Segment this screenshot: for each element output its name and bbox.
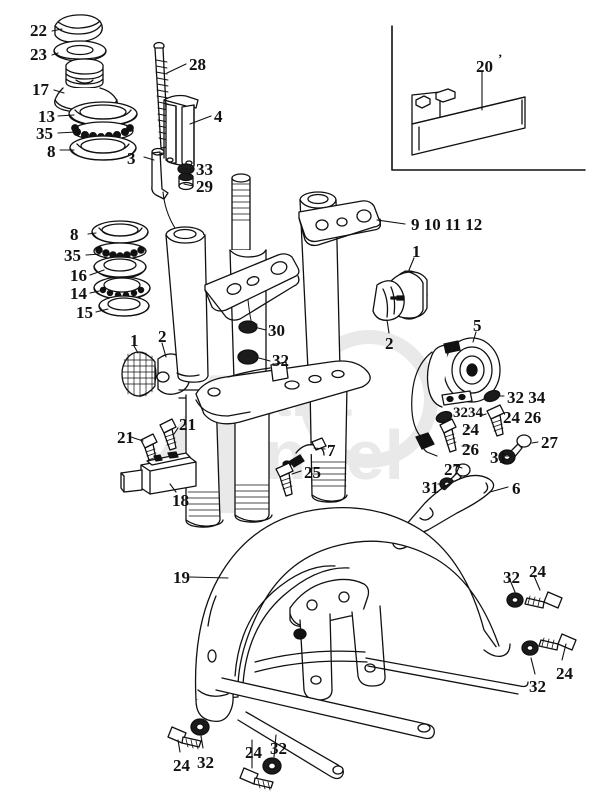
callout-6: 6	[512, 479, 521, 498]
part-30-washer	[238, 320, 258, 334]
callout-8-lower: 8	[70, 225, 79, 244]
fork-leg-center	[204, 173, 300, 523]
part-18-headlight-switch	[120, 451, 197, 495]
callout-3234-b: 3234	[453, 405, 483, 421]
part-5-horn	[411, 337, 501, 457]
callout-30: 30	[268, 321, 285, 340]
callout-2-right: 2	[385, 334, 394, 353]
fastener-24-bolt-e	[538, 633, 577, 651]
callout-13: 13	[38, 107, 55, 126]
callout-32-e: 32	[529, 677, 546, 696]
part-15-bearing-cone	[98, 295, 150, 317]
inset-frame	[391, 25, 586, 171]
license-plate-bracket	[411, 88, 526, 156]
callout-24-g: 24	[245, 743, 262, 762]
callout-16: 16	[70, 266, 87, 285]
part-29-nut	[178, 172, 194, 191]
fastener-24-26-bolt-a	[486, 404, 505, 437]
callout-18: 18	[172, 491, 189, 510]
callout-31-a: 31	[490, 448, 507, 467]
fastener-32-nut-d	[506, 592, 524, 608]
part-13-upper-race	[68, 101, 138, 127]
callout-33: 33	[196, 160, 213, 179]
part-8-bearing-race-lower	[91, 220, 149, 244]
callout-28: 28	[189, 55, 206, 74]
fastener-24-26-bolt-b	[439, 418, 457, 453]
callout-8-upper: 8	[47, 142, 56, 161]
callout-24-d: 24	[529, 562, 546, 581]
part-6-horn-stay	[392, 474, 495, 550]
callout-32-f: 32	[197, 753, 214, 772]
callout-35: 35	[36, 124, 53, 143]
callout-19: 19	[173, 568, 190, 587]
part-1-reflector-left	[121, 351, 157, 398]
leader-lines	[51, 28, 567, 769]
callout-21-b: 21	[117, 428, 134, 447]
callout-26-b: 26	[462, 440, 479, 459]
callout-14: 14	[70, 284, 87, 303]
callout-32-34-a: 32 34	[507, 388, 546, 407]
callout-32-center: 32	[272, 351, 289, 370]
callout-2-left: 2	[158, 327, 167, 346]
part-32-nut-center	[237, 349, 259, 365]
fork-leg-left	[165, 226, 224, 528]
fastener-24-bolt-g	[239, 767, 274, 791]
leader-9-10-11-12	[376, 219, 406, 225]
callout-23: 23	[30, 45, 47, 64]
fastener-24-bolt-d	[524, 591, 563, 609]
callout-21-a: 21	[179, 415, 196, 434]
callout-1-right: 1	[412, 242, 421, 261]
callout-15: 15	[76, 303, 93, 322]
lower-triple-clamp	[195, 360, 371, 425]
callout-22: 22	[30, 21, 47, 40]
callout-24-f: 24	[173, 756, 190, 775]
fastener-24-bolt-f	[167, 726, 202, 750]
callout-9-10-11-12: 9 10 11 12	[411, 215, 483, 234]
part-2-reflector-mount-right	[372, 280, 405, 321]
callout-27-b: 27	[444, 460, 461, 479]
fastener-32-nut-f	[190, 718, 210, 736]
callout-24-e: 24	[556, 664, 573, 683]
callout-24-b: 24	[462, 420, 479, 439]
fastener-32-nut-g	[262, 757, 282, 775]
callout-32-d: 32	[503, 568, 520, 587]
part-7-cable-clamp	[282, 437, 327, 468]
callout-20-prime-tick: ’	[498, 51, 503, 66]
fastener-32-34-a	[483, 389, 501, 403]
callout-25: 25	[304, 463, 321, 482]
callout-1-left: 1	[130, 331, 139, 350]
part-4-fork-clamp	[163, 94, 199, 167]
callout-17: 17	[32, 80, 49, 99]
callout-27-a: 27	[541, 433, 558, 452]
callout-35-lower: 35	[64, 246, 81, 265]
part-21-screw-a	[159, 418, 177, 451]
part-8-bearing-race-upper	[69, 135, 137, 161]
callout-29: 29	[196, 177, 213, 196]
callout-32-g: 32	[270, 739, 287, 758]
part-19-front-fender	[194, 507, 529, 780]
fastener-32-nut-e	[521, 640, 539, 656]
part-25-bolt	[275, 462, 294, 497]
part-23-washer	[53, 40, 107, 62]
callout-4: 4	[214, 107, 223, 126]
callout-20-inset: 20	[476, 57, 493, 76]
callout-7: 7	[327, 441, 336, 460]
fork-leg-right	[298, 191, 382, 503]
part-16-dust-seal	[93, 256, 147, 279]
callout-31-b: 31	[422, 478, 439, 497]
callout-5: 5	[473, 316, 482, 335]
callout-24-26-a: 24 26	[503, 408, 542, 427]
callout-3: 3	[127, 149, 136, 168]
